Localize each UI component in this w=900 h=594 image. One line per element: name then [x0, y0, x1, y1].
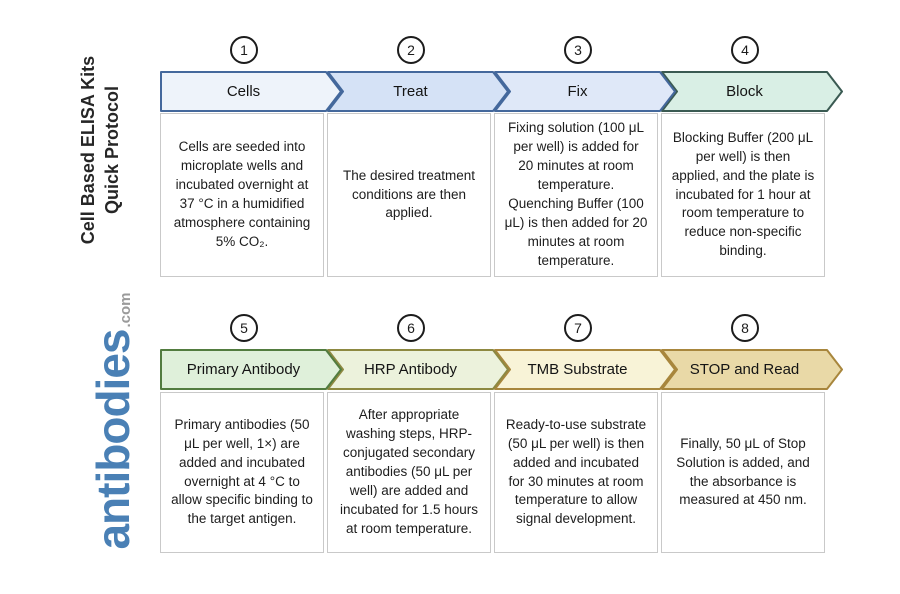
step-4-arrow-shape: [661, 71, 843, 112]
step-4-arrow: [661, 71, 843, 112]
step-6-description: After appropriate washing steps, HRP-con…: [327, 392, 491, 553]
step-5-number-badge: 5: [230, 314, 258, 342]
step-4-number-badge: 4: [731, 36, 759, 64]
brand-logo: antibodies .com: [72, 261, 139, 581]
step-8-arrow: [661, 349, 843, 390]
step-5-number: 5: [240, 320, 248, 336]
step-1-description: Cells are seeded into microplate wells a…: [160, 113, 324, 277]
step-8-description: Finally, 50 μL of Stop Solution is added…: [661, 392, 825, 553]
page-title-line1: Cell Based ELISA Kits: [78, 55, 98, 245]
step-4-number: 4: [741, 42, 749, 58]
step-5-description: Primary antibodies (50 μL per well, 1×) …: [160, 392, 324, 553]
step-2-number: 2: [407, 42, 415, 58]
step-5-arrow-shape: [160, 349, 342, 390]
step-5-arrow: [160, 349, 342, 390]
step-6-number: 6: [407, 320, 415, 336]
step-1-arrow: [160, 71, 342, 112]
step-2-arrow: [327, 71, 509, 112]
step-7-arrow: [494, 349, 676, 390]
step-7-arrow-shape: [494, 349, 676, 390]
page-title: Cell Based ELISA Kits Quick Protocol: [77, 25, 125, 275]
step-1-arrow-shape: [160, 71, 342, 112]
step-2-description: The desired treatment conditions are the…: [327, 113, 491, 277]
step-6-arrow-shape: [327, 349, 509, 390]
step-3-arrow-shape: [494, 71, 676, 112]
step-8-number: 8: [741, 320, 749, 336]
step-4-description: Blocking Buffer (200 μL per well) is the…: [661, 113, 825, 277]
step-3-number: 3: [574, 42, 582, 58]
step-3-arrow: [494, 71, 676, 112]
step-2-arrow-shape: [327, 71, 509, 112]
step-8-arrow-shape: [661, 349, 843, 390]
step-3-description: Fixing solution (100 μL per well) is add…: [494, 113, 658, 277]
step-7-number: 7: [574, 320, 582, 336]
step-6-number-badge: 6: [397, 314, 425, 342]
page-title-line2: Quick Protocol: [101, 85, 122, 215]
brand-logo-wordmark: antibodies: [87, 329, 139, 550]
step-1-number-badge: 1: [230, 36, 258, 64]
step-8-number-badge: 8: [731, 314, 759, 342]
step-7-number-badge: 7: [564, 314, 592, 342]
step-6-arrow: [327, 349, 509, 390]
step-1-number: 1: [240, 42, 248, 58]
step-7-description: Ready-to-use substrate (50 μL per well) …: [494, 392, 658, 553]
brand-logo-suffix: .com: [117, 292, 134, 328]
step-2-number-badge: 2: [397, 36, 425, 64]
step-3-number-badge: 3: [564, 36, 592, 64]
